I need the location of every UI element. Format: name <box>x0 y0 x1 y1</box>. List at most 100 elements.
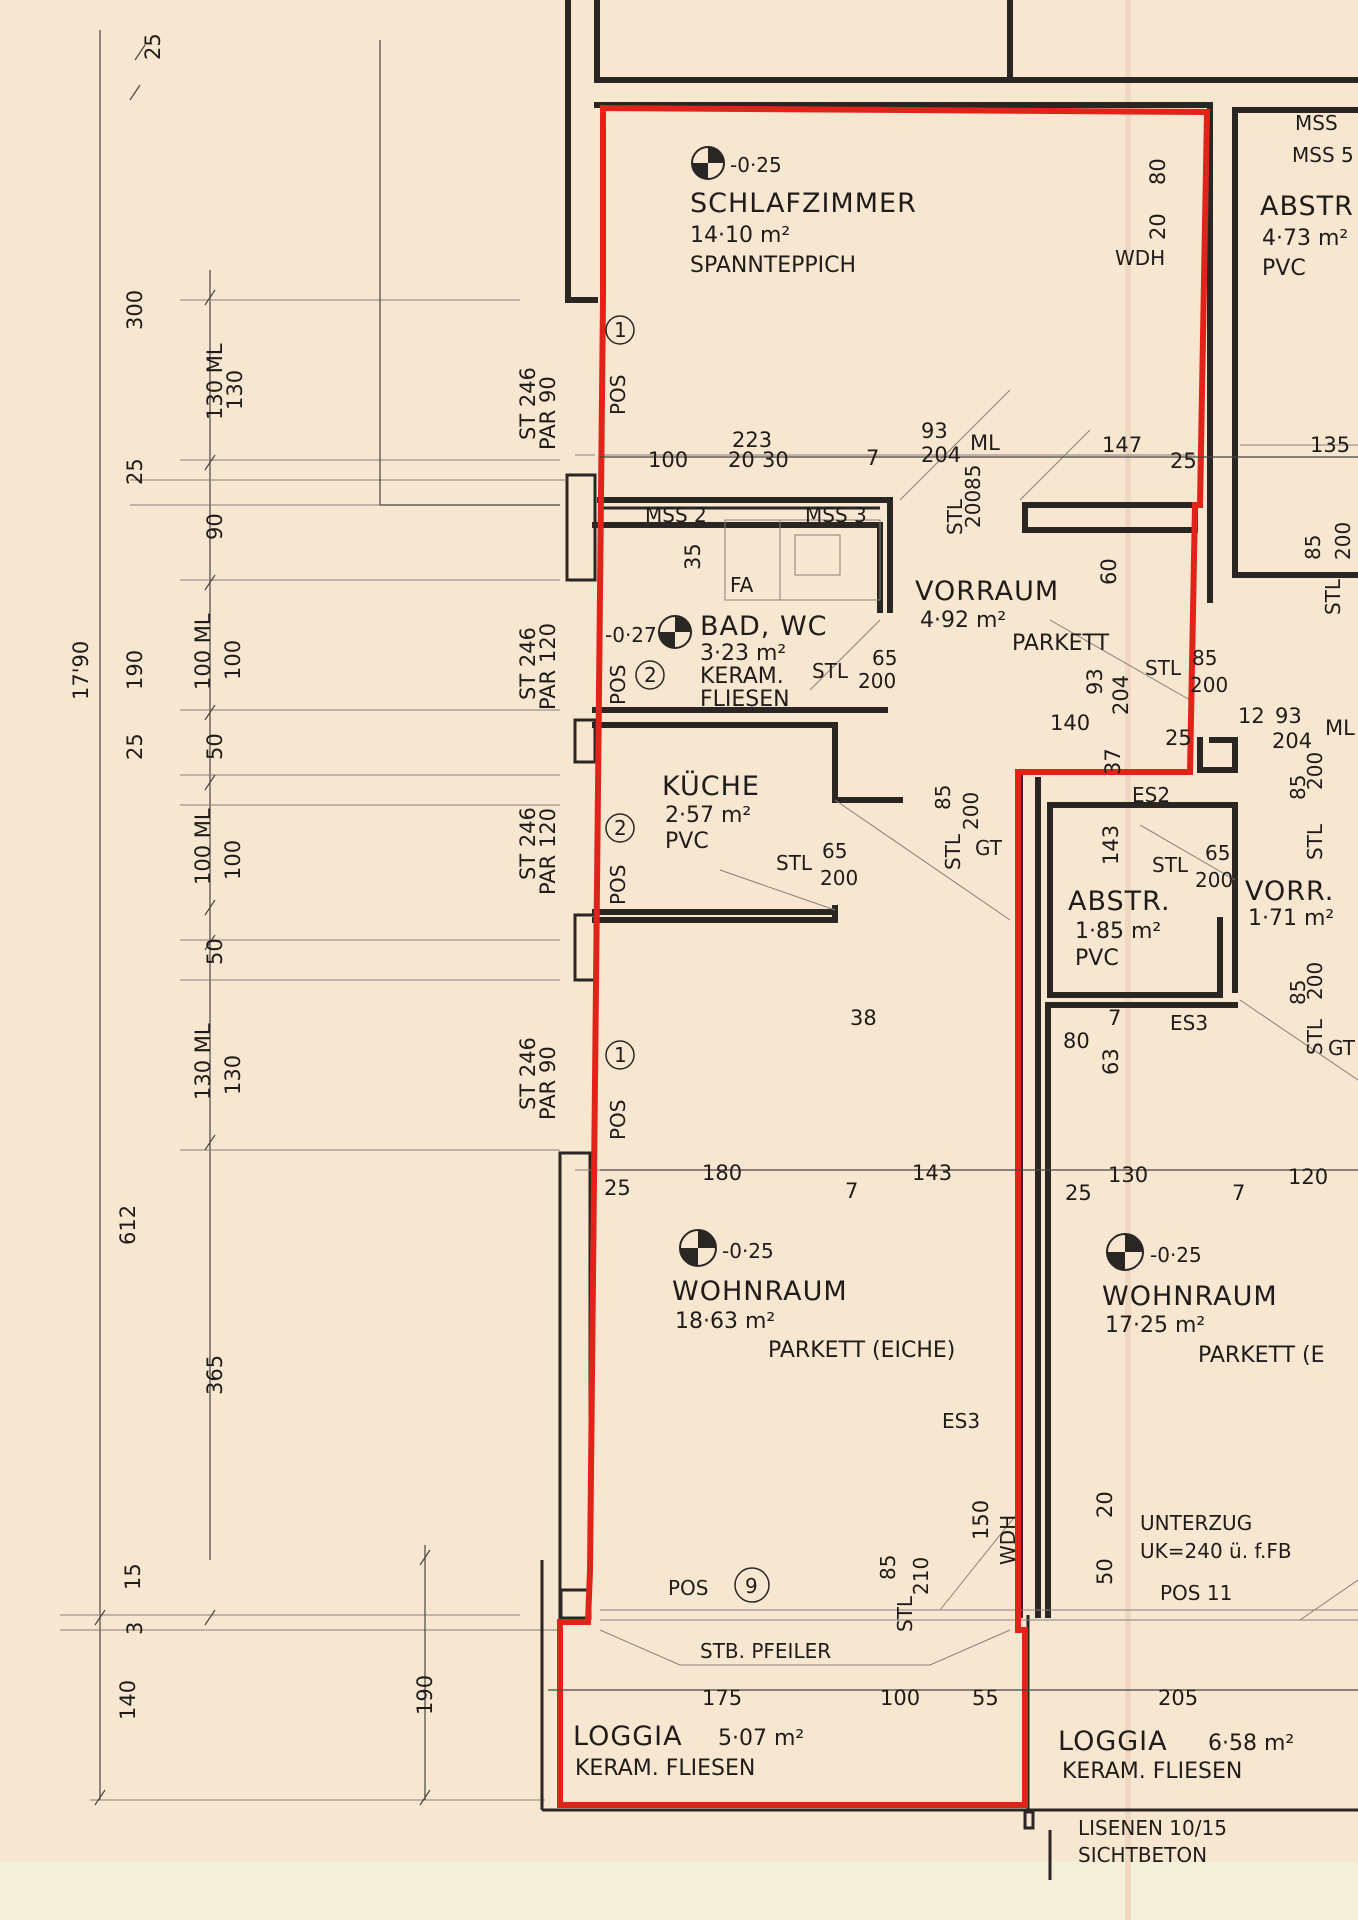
abstr-top-mss: MSS <box>1295 111 1338 135</box>
label-es3-left: ES3 <box>942 1409 980 1433</box>
dim-h180: 180 <box>702 1161 742 1185</box>
dim-h223: 223 <box>732 428 772 452</box>
stl-schlaf-85: 85 <box>961 465 985 490</box>
dim-v20: 20 <box>1093 1491 1117 1518</box>
stl-bad-65: 65 <box>872 646 897 670</box>
apartment-outline <box>557 105 1211 1808</box>
label-es2: ES2 <box>1132 783 1170 807</box>
dim-v93b: 93 <box>1275 704 1302 728</box>
dim-h20: 20 <box>728 448 755 472</box>
dim-190: 190 <box>123 650 147 690</box>
dim-v35: 35 <box>681 543 705 570</box>
dim-h30: 30 <box>762 448 789 472</box>
stl-abstr-top-200: 200 <box>1190 673 1228 697</box>
loggia-floor: KERAM. FLIESEN <box>575 1756 755 1781</box>
level-marker-wohnraum2 <box>1106 1233 1144 1271</box>
bad-level: -0·27 <box>605 623 657 647</box>
stl-bad-200: 200 <box>858 669 896 693</box>
dim-190b: 190 <box>413 1675 437 1715</box>
dim-130-ml-2: 130 ML <box>191 1023 215 1100</box>
stl-right-mid-200: 200 <box>1303 752 1327 790</box>
pos1-bottom-circle <box>605 1040 635 1070</box>
st-label-4: ST 246 <box>516 1037 540 1110</box>
loggia2-name: LOGGIA <box>1058 1726 1168 1757</box>
dim-v80-top: 80 <box>1146 158 1170 185</box>
label-fa: FA <box>730 573 754 597</box>
dim-h7: 7 <box>866 446 879 470</box>
dim-100-ml-1: 100 ML <box>191 613 215 690</box>
dim-v150: 150 <box>969 1500 993 1540</box>
pos2-top-circle <box>635 660 665 690</box>
bad-area: 3·23 m² <box>700 641 786 666</box>
pos2-circle <box>605 813 635 843</box>
stl-loggia: STL <box>893 1595 917 1632</box>
par-label-4: PAR 90 <box>536 1046 560 1120</box>
dim-v204b: 204 <box>1272 729 1312 753</box>
dim-h143: 143 <box>912 1161 952 1185</box>
dim-v60: 60 <box>1097 558 1121 585</box>
dim-90: 90 <box>203 513 227 540</box>
dim-h7c: 7 <box>1232 1181 1245 1205</box>
dim-v37: 37 <box>1101 748 1125 775</box>
st-label-2: ST 246 <box>516 627 540 700</box>
stl-bad: STL <box>812 659 849 683</box>
pos9-label: POS <box>668 1576 709 1600</box>
wohnraum-name: WOHNRAUM <box>672 1276 848 1307</box>
bad-floor-2: FLIESEN <box>700 687 790 712</box>
pos2-label: POS <box>606 865 630 906</box>
kueche-area: 2·57 m² <box>665 803 751 828</box>
dim-h25: 25 <box>1170 449 1197 473</box>
pos11-label: POS 11 <box>1160 1581 1232 1605</box>
dim-100-2: 100 <box>221 840 245 880</box>
stl-vorraum: STL <box>941 833 965 870</box>
dim-v12: 12 <box>1238 704 1265 728</box>
wohnraum-area: 18·63 m² <box>675 1309 775 1334</box>
label-stb-pfeiler: STB. PFEILER <box>700 1639 831 1663</box>
label-unterzug: UNTERZUG <box>1140 1511 1252 1535</box>
label-lisenen: LISENEN 10/15 <box>1078 1816 1227 1840</box>
dim-h135: 135 <box>1310 433 1350 457</box>
dim-130-1: 130 <box>223 370 247 410</box>
abstr-area: 1·85 m² <box>1075 919 1161 944</box>
left-dimension-lines <box>60 30 565 1806</box>
dim-130-ml-1: 130 ML <box>203 343 227 420</box>
dim-v143: 143 <box>1099 825 1123 865</box>
dim-total-1790: 17'90 <box>69 641 93 700</box>
stl-kueche-65: 65 <box>822 839 847 863</box>
pos1-top-number: 1 <box>614 318 627 342</box>
dim-v93: 93 <box>1083 668 1107 695</box>
loggia2-floor: KERAM. FLIESEN <box>1062 1759 1242 1784</box>
st-label-1: ST 246 <box>516 367 540 440</box>
dim-v140: 140 <box>1050 711 1090 735</box>
dim-25c: 25 <box>123 733 147 760</box>
pos1-bottom-number: 1 <box>614 1043 627 1067</box>
stl-kueche: STL <box>776 851 813 875</box>
abstr-name: ABSTR. <box>1068 886 1171 917</box>
bad-floor-1: KERAM. <box>700 664 784 689</box>
dim-h100: 100 <box>648 448 688 472</box>
abstr-top-floor: PVC <box>1262 256 1306 281</box>
label-mss3: MSS 3 <box>805 503 867 527</box>
dim-15: 15 <box>121 1563 145 1590</box>
dim-v63: 63 <box>1099 1048 1123 1075</box>
par-label-2: PAR 120 <box>536 623 560 710</box>
dim-v80: 80 <box>1063 1029 1090 1053</box>
vorraum-floor: PARKETT <box>1012 631 1110 656</box>
level-marker-bad <box>658 615 692 649</box>
dim-140: 140 <box>116 1680 140 1720</box>
wohnraum2-floor: PARKETT (E <box>1198 1343 1325 1368</box>
pos1-top-circle <box>605 315 635 345</box>
schlafzimmer-floor: SPANNTEPPICH <box>690 253 856 278</box>
pos1-bottom-label: POS <box>606 1100 630 1141</box>
dim-h204: 204 <box>921 443 961 467</box>
stl-abstr-65: 65 <box>1205 841 1230 865</box>
label-gt: GT <box>975 836 1003 860</box>
dim-h175: 175 <box>702 1686 742 1710</box>
stl-loggia-210: 210 <box>909 1557 933 1595</box>
dim-130-2: 130 <box>221 1055 245 1095</box>
dim-h100b: 100 <box>880 1686 920 1710</box>
dim-hml: ML <box>970 431 1000 455</box>
wohnraum-level: -0·25 <box>722 1239 774 1263</box>
dim-h25-wohn: 25 <box>604 1176 631 1200</box>
